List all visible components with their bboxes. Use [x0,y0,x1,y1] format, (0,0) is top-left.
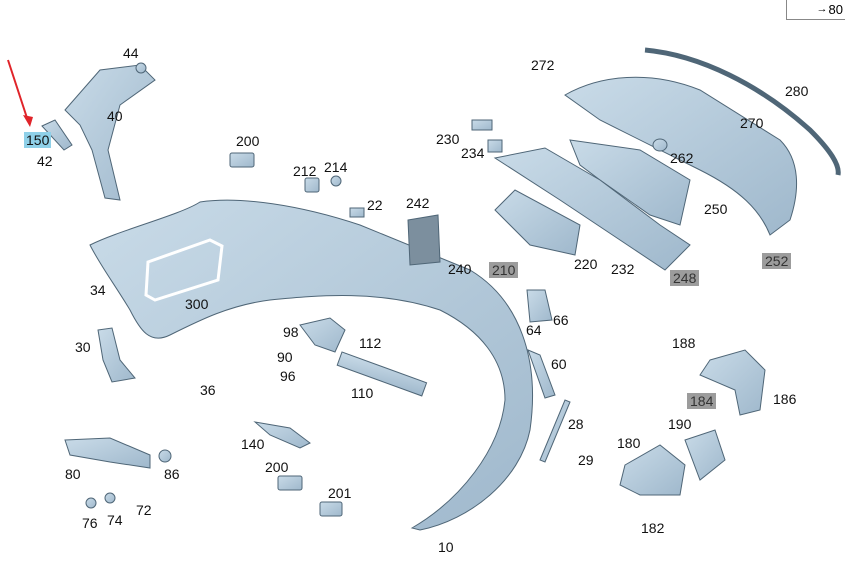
part-label-242[interactable]: 242 [406,195,430,211]
exhaust-trim-180 [619,444,686,496]
part-label-234[interactable]: 234 [461,145,485,161]
part-label-140[interactable]: 140 [241,436,265,452]
part-label-22[interactable]: 22 [367,197,383,213]
part-label-96[interactable]: 96 [280,368,296,384]
part-label-112[interactable]: 112 [359,335,382,351]
ring-part-214 [330,175,342,187]
bracket-part-40 [64,64,156,201]
bracket-part-186 [699,349,766,416]
highlight-arrow [7,59,33,127]
part-label-36[interactable]: 36 [200,382,216,398]
part-label-42[interactable]: 42 [37,153,53,169]
panel-part-232 [493,147,691,271]
part-label-76[interactable]: 76 [82,515,98,531]
part-label-110[interactable]: 110 [351,385,374,401]
part-label-262[interactable]: 262 [670,150,694,166]
part-label-270[interactable]: 270 [740,115,764,131]
page-nav-button[interactable]: → 80 [786,0,845,20]
bracket-part-66 [526,289,553,323]
bracket-part-150 [41,119,73,151]
clip-part-262 [652,138,668,152]
part-label-188[interactable]: 188 [672,335,696,351]
trim-part-28 [539,399,571,463]
exhaust-trim-190 [684,429,726,481]
washer-part-74 [104,492,116,504]
part-label-98[interactable]: 98 [283,324,299,340]
part-label-240[interactable]: 240 [448,261,472,277]
part-label-10[interactable]: 10 [438,539,454,555]
part-label-252[interactable]: 252 [762,253,792,269]
nut-part-44 [135,62,147,74]
part-label-220[interactable]: 220 [574,256,598,272]
grille-part-210 [494,189,581,256]
trim-part-60 [527,349,556,399]
part-label-210[interactable]: 210 [489,262,519,278]
part-label-28[interactable]: 28 [568,416,584,432]
part-label-72[interactable]: 72 [136,502,152,518]
part-label-90[interactable]: 90 [277,349,293,365]
part-label-80[interactable]: 80 [65,466,81,482]
part-label-86[interactable]: 86 [164,466,180,482]
part-label-272[interactable]: 272 [531,57,555,73]
washer-part-86 [158,449,172,463]
part-label-186[interactable]: 186 [773,391,797,407]
part-label-201[interactable]: 201 [328,485,352,501]
panel-part-250 [569,139,691,226]
part-label-250[interactable]: 250 [704,201,728,217]
part-label-30[interactable]: 30 [75,339,91,355]
bracket-part-140 [253,421,311,449]
clip-part-201 [319,501,343,517]
clip-part-200b [277,475,303,491]
clip-part-22 [349,207,365,218]
part-label-200[interactable]: 200 [236,133,260,149]
bracket-part-90 [299,317,346,353]
part-label-40[interactable]: 40 [107,108,123,124]
part-label-66[interactable]: 66 [553,312,569,328]
part-label-230[interactable]: 230 [436,131,460,147]
diffuser-part-270 [564,76,798,236]
part-label-64[interactable]: 64 [526,322,542,338]
right-arrow-icon: → [816,3,828,15]
mesh-part-240 [407,214,441,266]
washer-part-76 [85,497,97,509]
page-number: 80 [828,1,843,17]
part-label-280[interactable]: 280 [785,83,809,99]
bracket-part-30 [97,327,136,383]
bumper-cover-part [89,199,533,531]
part-label-212[interactable]: 212 [293,163,317,179]
clip-part-230 [471,119,493,131]
bracket-part-80 [64,437,151,469]
part-label-232[interactable]: 232 [611,261,635,277]
part-label-60[interactable]: 60 [551,356,567,372]
clip-part-200a [229,152,255,168]
part-label-74[interactable]: 74 [107,512,123,528]
part-label-34[interactable]: 34 [90,282,106,298]
part-label-214[interactable]: 214 [324,159,348,175]
part-label-150[interactable]: 150 [24,132,52,148]
part-label-200[interactable]: 200 [265,459,289,475]
part-label-180[interactable]: 180 [617,435,641,451]
clip-part-212 [304,177,320,193]
trim-strip-280 [644,47,841,176]
part-label-184[interactable]: 184 [687,393,717,409]
part-label-182[interactable]: 182 [641,520,665,536]
part-label-248[interactable]: 248 [670,270,700,286]
clip-part-234 [487,139,503,153]
strip-part-110 [336,351,428,397]
part-label-29[interactable]: 29 [578,452,594,468]
part-label-190[interactable]: 190 [668,416,692,432]
part-label-44[interactable]: 44 [123,45,139,61]
outline-part-300 [144,238,224,302]
part-label-300[interactable]: 300 [185,296,209,312]
